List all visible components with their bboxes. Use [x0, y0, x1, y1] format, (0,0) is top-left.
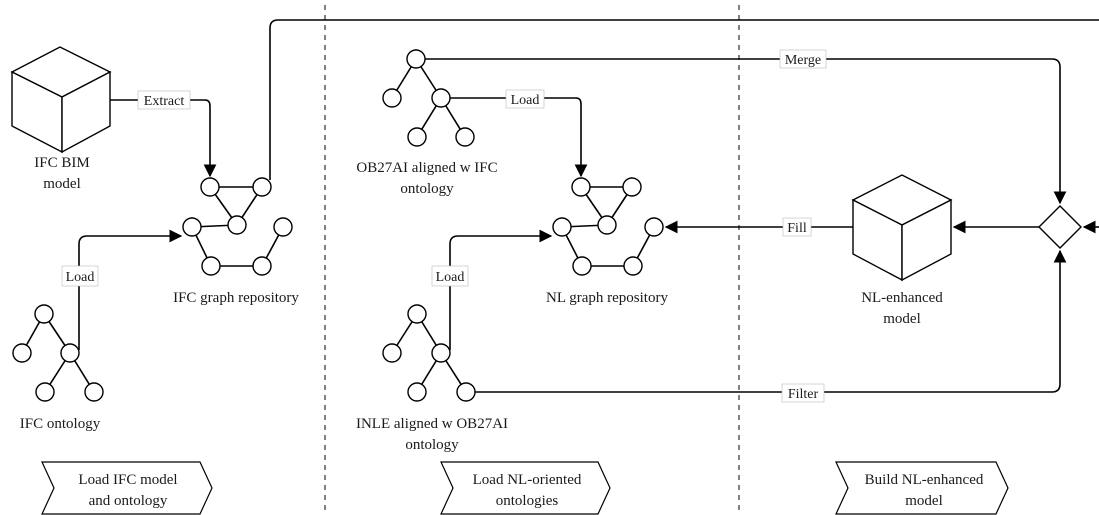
- svg-text:Load: Load: [436, 270, 465, 285]
- edge-load-inle: [449, 229, 553, 350]
- svg-text:Extract: Extract: [144, 94, 185, 109]
- edge-merge: [425, 58, 1067, 205]
- ob27ai-label-2: ontology: [400, 181, 454, 197]
- ifc-graph-repository-label: IFC graph repository: [173, 290, 299, 306]
- phase-1-label: Load IFC model: [78, 472, 177, 488]
- phase-chevron-1: Load IFC model and ontology: [41, 461, 213, 515]
- ob27ai-ontology-tree-icon: [382, 49, 475, 147]
- nl-graph-repository-icon: [552, 177, 664, 276]
- edge-extract: [110, 99, 217, 178]
- ifc-bim-model-label-2: model: [43, 176, 81, 192]
- svg-text:Merge: Merge: [785, 53, 821, 68]
- ifc-graph-repository-icon: [182, 177, 293, 276]
- edge-label-load-inle: Load: [431, 265, 469, 287]
- inle-label: INLE aligned w OB27AI: [356, 416, 508, 432]
- phase-chevron-2: Load NL-oriented ontologies: [440, 461, 611, 515]
- svg-text:Load: Load: [66, 270, 95, 285]
- nl-enhanced-model-label-2: model: [883, 311, 921, 327]
- ifc-ontology-label: IFC ontology: [20, 416, 101, 432]
- phase-2-label-2: ontologies: [496, 493, 559, 509]
- edge-label-merge: Merge: [779, 49, 827, 69]
- ifc-ontology-tree-icon: [12, 304, 104, 402]
- edge-label-extract: Extract: [137, 90, 191, 110]
- inle-ontology-tree-icon: [382, 304, 476, 402]
- phase-3-label: Build NL-enhanced: [865, 472, 984, 488]
- edge-filter: [475, 249, 1067, 393]
- inle-label-2: ontology: [405, 437, 459, 453]
- edge-ifc-to-top: [269, 19, 1099, 180]
- svg-text:Filter: Filter: [788, 387, 819, 402]
- ob27ai-label: OB27AI aligned w IFC: [356, 160, 497, 176]
- ifc-bim-model-label: IFC BIM: [34, 155, 89, 171]
- nl-graph-repository-label: NL graph repository: [546, 290, 668, 306]
- phase-1-label-2: and ontology: [89, 493, 168, 509]
- phase-3-label-2: model: [905, 493, 943, 509]
- phase-2-label: Load NL-oriented: [473, 472, 582, 488]
- edge-label-fill: Fill: [782, 217, 812, 237]
- svg-text:Fill: Fill: [787, 221, 807, 236]
- edge-label-filter: Filter: [781, 383, 825, 403]
- svg-text:Load: Load: [511, 93, 540, 108]
- edge-label-load-ob27ai: Load: [505, 89, 545, 109]
- nl-enhanced-model-cube-icon: [851, 174, 953, 282]
- nl-enhanced-model-label: NL-enhanced: [861, 290, 943, 306]
- phase-chevron-3: Build NL-enhanced model: [835, 461, 1009, 515]
- edge-load-ifc: [78, 229, 183, 350]
- merge-gateway-diamond: [1038, 205, 1082, 249]
- ifc-bim-model-cube-icon: [10, 46, 112, 154]
- edge-load-ob27ai: [450, 97, 588, 178]
- edge-label-load-ifc: Load: [61, 265, 99, 287]
